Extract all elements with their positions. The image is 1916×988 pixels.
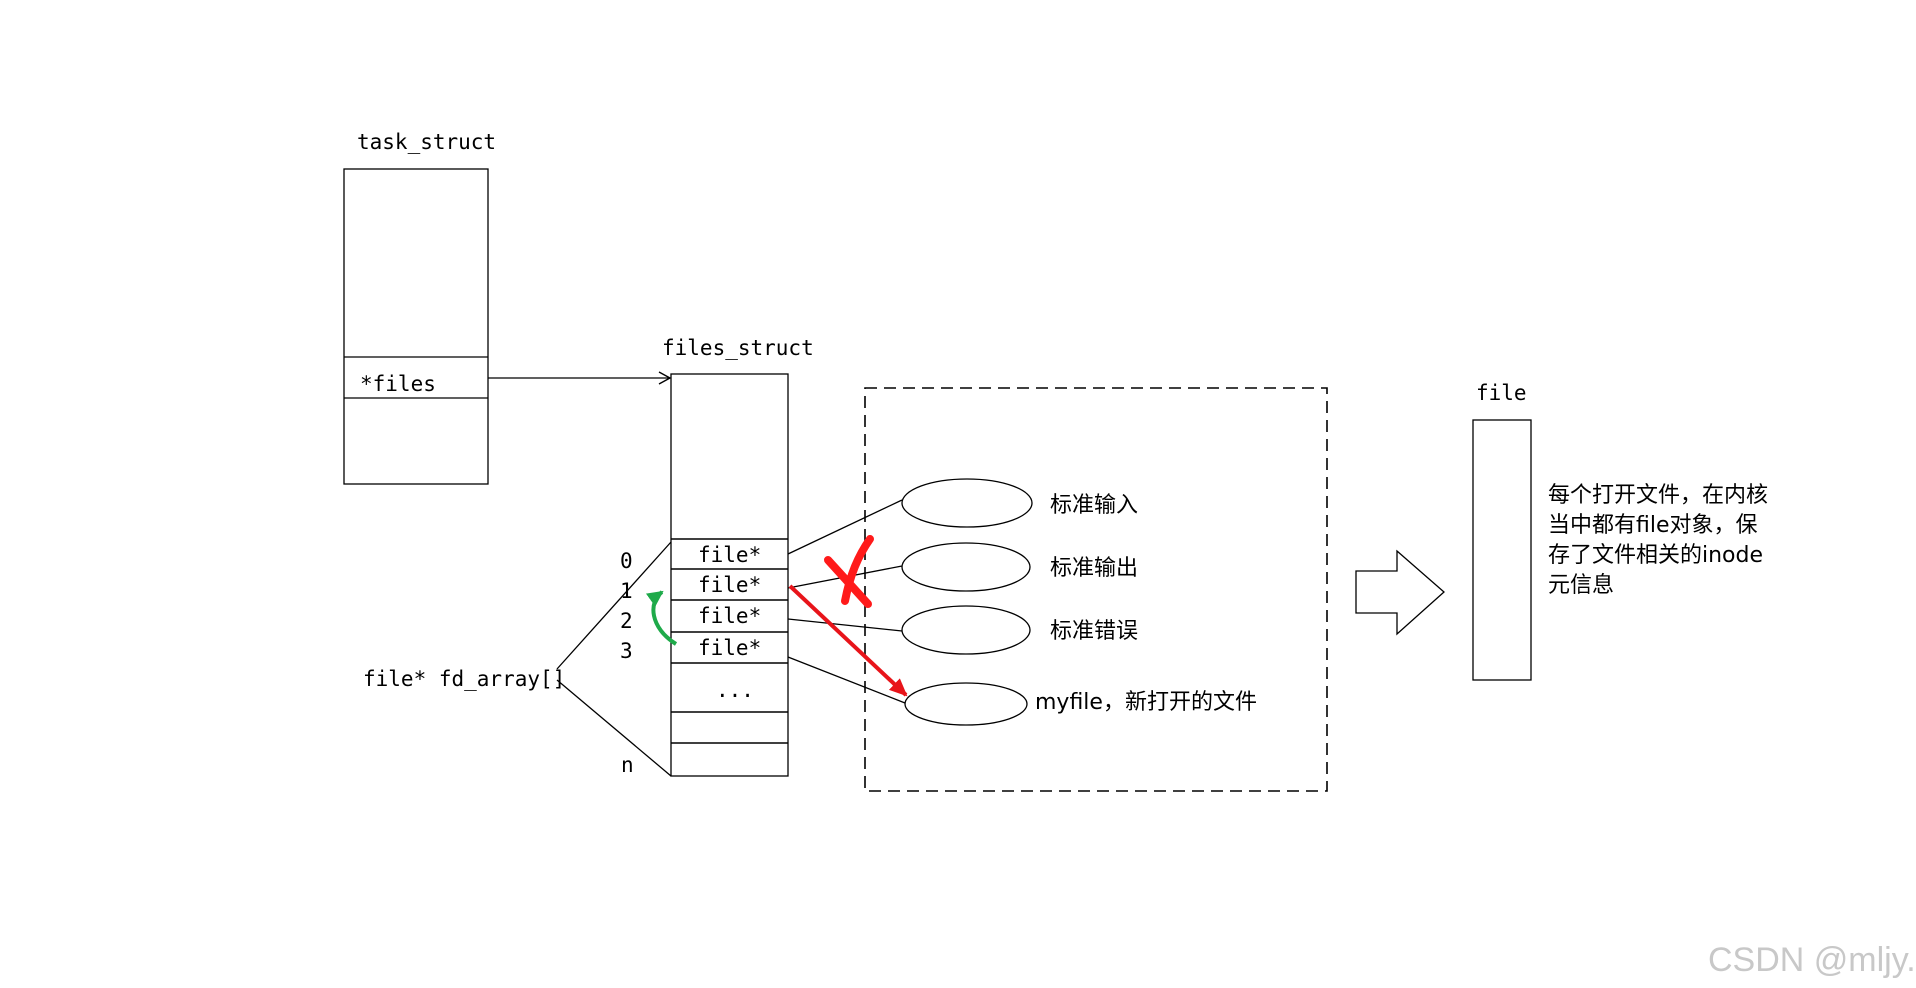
fd-array-label: file* fd_array[]: [363, 667, 565, 691]
file-object-title: file: [1476, 381, 1527, 405]
files-struct: files_struct file* file* file* file* ...: [662, 336, 814, 777]
stdin-label: 标准输入: [1050, 493, 1138, 518]
fd-slot-1: file*: [698, 573, 761, 597]
open-files-region: [864, 387, 1328, 792]
task-struct-box: [343, 168, 489, 485]
fd-array-bracket-top: [556, 541, 672, 670]
stderr-label: 标准错误: [1050, 619, 1138, 644]
fd-index-0: 0: [620, 549, 633, 573]
fd2-link: [787, 618, 903, 632]
file-object-box: [1472, 419, 1532, 681]
stdout-file-ellipse: [901, 542, 1031, 592]
fd1-reassign-arrow: [788, 584, 908, 697]
file-note-line-1: 每个打开文件，在内核: [1548, 483, 1768, 508]
fd0-link: [787, 499, 903, 555]
fd-index-3: 3: [620, 639, 633, 663]
files-struct-title: files_struct: [662, 336, 814, 360]
fd-slot-0: file*: [698, 543, 761, 567]
fd-slot-ellipsis: ...: [716, 678, 754, 702]
closed-cross-mark: [824, 535, 874, 608]
fd-array-bracket-bottom: [556, 679, 672, 777]
stderr-file-ellipse: [901, 605, 1031, 655]
task-struct-title: task_struct: [357, 130, 496, 154]
file-note-line-4: 元信息: [1548, 573, 1614, 598]
stdin-file-ellipse: [901, 478, 1033, 528]
watermark: CSDN @mljy.: [1708, 941, 1916, 979]
file-note-line-3: 存了文件相关的inode: [1548, 543, 1763, 568]
stdout-label: 标准输出: [1050, 556, 1138, 581]
files-struct-box: [670, 373, 789, 777]
task-struct: task_struct *files: [343, 130, 496, 485]
file-note-line-2: 当中都有file对象，保: [1548, 513, 1758, 538]
fd3-link: [787, 656, 906, 704]
fd-slot-2: file*: [698, 604, 761, 628]
myfile-label: myfile，新打开的文件: [1035, 690, 1257, 715]
fd-reuse-arrow: [645, 590, 678, 646]
fd-index-n: n: [621, 753, 634, 777]
files-pointer-field: *files: [360, 372, 436, 396]
fd-slot-3: file*: [698, 636, 761, 660]
block-arrow-icon: [1355, 549, 1445, 636]
fd-index-2: 2: [620, 609, 633, 633]
myfile-ellipse: [904, 682, 1028, 726]
